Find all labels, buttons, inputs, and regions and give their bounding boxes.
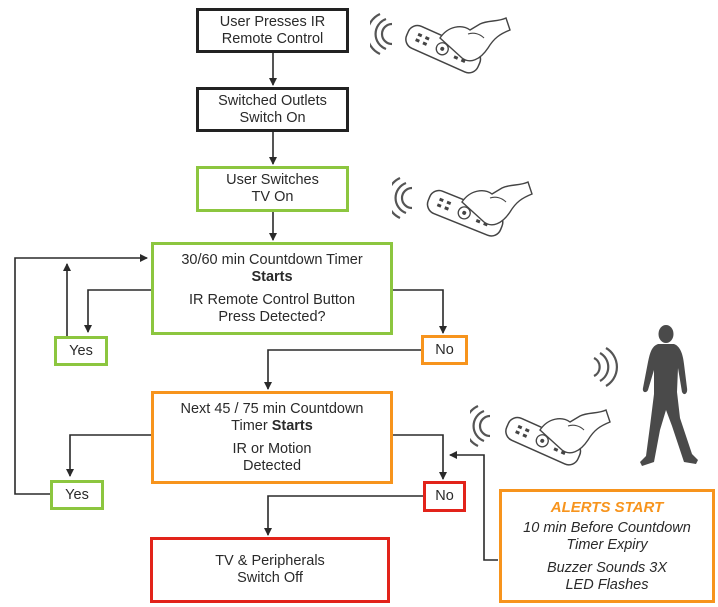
node-alerts-line1: 10 min Before Countdown: [523, 519, 691, 536]
node-switch-off-line1: TV & Peripherals: [215, 553, 325, 569]
ir-remote-hand-icon: [470, 405, 611, 466]
node-no1-label: No: [435, 341, 454, 358]
node-timer2-line2: Timer Starts: [231, 418, 313, 435]
node-timer2-line4: Detected: [242, 457, 302, 474]
node-timer1-line4: Press Detected?: [218, 308, 326, 325]
walking-person-icon: [640, 325, 698, 466]
node-timer2-line3: IR or Motion: [232, 440, 312, 457]
ir-remote-hand-icon: [370, 13, 511, 74]
node-timer2: Next 45 / 75 min Countdown Timer Starts …: [151, 391, 393, 484]
node-no2-label: No: [435, 488, 454, 504]
node-ir-press-line2: Remote Control: [221, 30, 324, 47]
node-ir-press: User Presses IR Remote Control: [196, 8, 349, 53]
node-outlets-on-line2: Switch On: [239, 109, 306, 126]
node-no2: No: [423, 481, 466, 512]
node-tv-on-line2: TV On: [251, 189, 294, 205]
node-switch-off: TV & Peripherals Switch Off: [150, 537, 390, 603]
node-timer1-line1: 30/60 min Countdown Timer: [181, 251, 363, 268]
node-alerts-title: ALERTS START: [550, 498, 664, 516]
node-outlets-on: Switched Outlets Switch On: [196, 87, 349, 132]
node-timer1-line2: Starts: [251, 268, 293, 285]
node-timer2-line1: Next 45 / 75 min Countdown: [180, 400, 364, 417]
node-no1: No: [421, 335, 468, 365]
node-alerts-line4: LED Flashes: [565, 576, 649, 593]
node-timer2-line2b: Starts: [271, 417, 313, 434]
arrow-yes2-loop-to-timer1: [14, 254, 148, 495]
node-outlets-on-line1: Switched Outlets: [218, 92, 327, 109]
node-yes2-label: Yes: [65, 486, 89, 503]
node-yes2: Yes: [50, 480, 104, 510]
node-yes1-label: Yes: [69, 342, 93, 359]
arrow-timer2-to-yes2: [66, 434, 152, 477]
node-alerts-line3: Buzzer Sounds 3X: [546, 559, 668, 576]
motion-signal-icon: [593, 347, 619, 387]
node-tv-on: User Switches TV On: [196, 166, 349, 212]
arrow-timer1-to-no1: [392, 289, 447, 334]
node-ir-press-line1: User Presses IR: [219, 13, 326, 30]
node-tv-on-line1: User Switches: [226, 172, 319, 188]
arrow-timer1-to-yes1: [84, 289, 152, 333]
node-alerts-line2: Timer Expiry: [566, 536, 648, 553]
arrow-timer2-to-no2: [392, 434, 447, 480]
node-timer2-line2a: Timer: [231, 417, 272, 434]
arrow-alerts-to-timer2: [449, 451, 498, 561]
node-alerts: ALERTS START 10 min Before Countdown Tim…: [499, 489, 715, 603]
node-timer1: 30/60 min Countdown Timer Starts IR Remo…: [151, 242, 393, 335]
arrow-no2-to-switch-off: [264, 495, 423, 536]
arrow-no1-to-timer2: [264, 349, 421, 390]
node-yes1: Yes: [54, 336, 108, 366]
ir-remote-hand-icon: [392, 177, 533, 237]
node-switch-off-line2: Switch Off: [237, 570, 303, 586]
node-timer1-line3: IR Remote Control Button: [188, 291, 356, 308]
